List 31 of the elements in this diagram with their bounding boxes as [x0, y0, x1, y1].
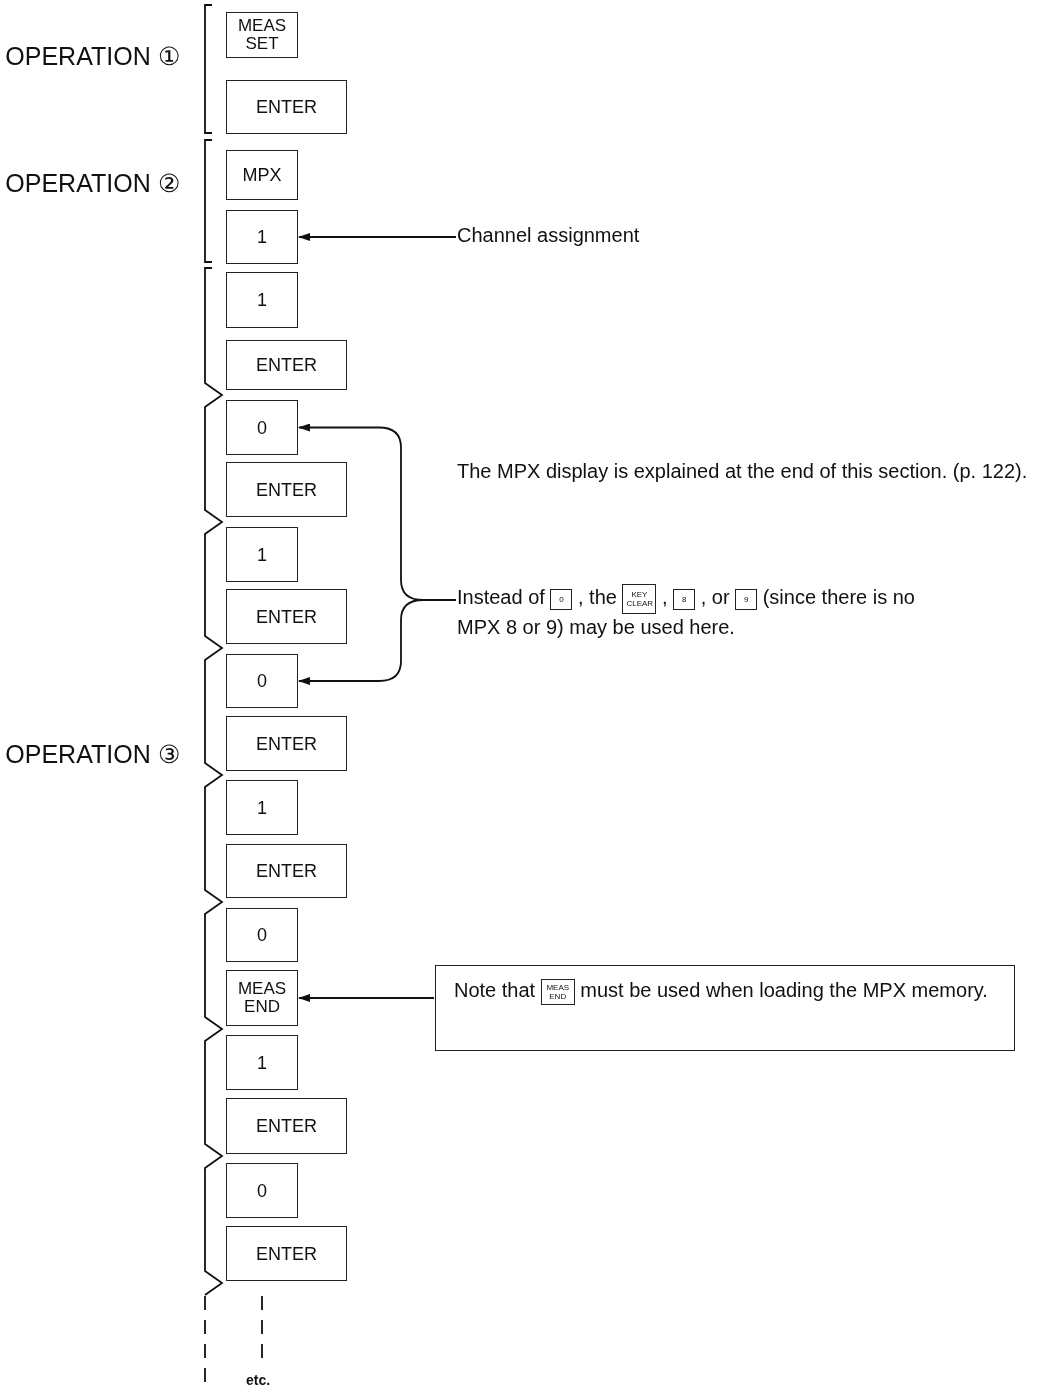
key-button: ENTER — [226, 462, 347, 517]
arrow — [298, 994, 435, 1002]
key-button: 0 — [226, 654, 298, 708]
arrow — [298, 233, 457, 241]
key-button: MEAS SET — [226, 12, 298, 58]
key-button: ENTER — [226, 80, 347, 134]
key-button: ENTER — [226, 716, 347, 771]
key-button: 1 — [226, 210, 298, 264]
key-button: ENTER — [226, 1098, 347, 1154]
callout-text: Channel assignment — [457, 222, 640, 248]
note-box: Note that MEAS END must be used when loading the MPX memory. — [435, 965, 1015, 1051]
key-button: 1 — [226, 272, 298, 328]
operation-heading: OPERATION ① — [4, 41, 181, 72]
note-text: The MPX display is explained at the end of this section. (p. 122). — [457, 459, 1029, 484]
key-button: ENTER — [226, 1226, 347, 1281]
key-button: MEAS END — [226, 970, 298, 1026]
operation-heading: OPERATION ③ — [4, 739, 181, 770]
key-button: 0 — [226, 1163, 298, 1218]
key-button: 0 — [226, 908, 298, 962]
operation-heading: OPERATION ② — [4, 168, 181, 199]
key-button: ENTER — [226, 844, 347, 898]
key-button: 0 — [226, 400, 298, 455]
arrow — [298, 599, 457, 685]
key-button: ENTER — [226, 340, 347, 390]
continuation-text: etc. — [246, 1372, 271, 1388]
note-text: Instead of 0 , the KEY CLEAR , 8 , or 9 (since there is no MPX 8 or 9) may be used here. — [457, 584, 927, 640]
key-button: MPX — [226, 150, 298, 200]
key-button: 1 — [226, 1035, 298, 1090]
key-button: 1 — [226, 780, 298, 835]
key-button: ENTER — [226, 589, 347, 644]
key-button: 1 — [226, 527, 298, 582]
